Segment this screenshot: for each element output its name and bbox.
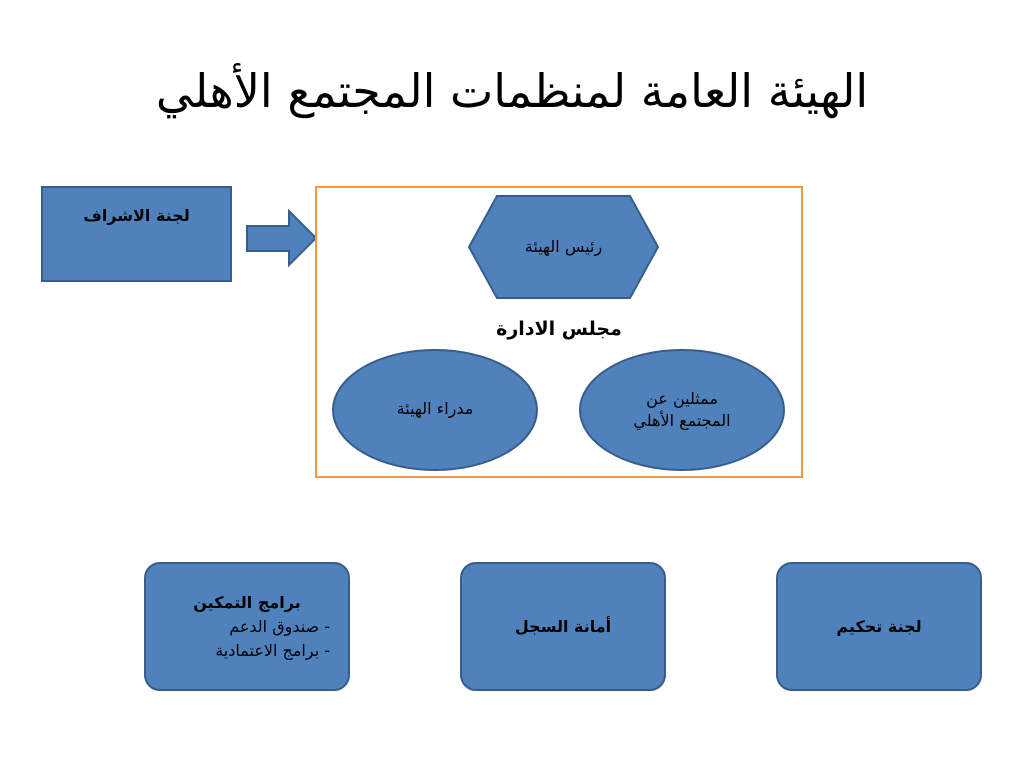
empowerment-item-accreditation: - برامج الاعتمادية bbox=[215, 640, 330, 660]
representatives-label: ممثلين عن المجتمع الأهلي bbox=[592, 382, 772, 438]
head-label: رئيس الهيئة bbox=[524, 237, 603, 256]
empowerment-heading: برامج التمكين bbox=[193, 592, 301, 612]
board-container bbox=[315, 186, 803, 478]
empowerment-programs-box: برامج التمكين - صندوق الدعم - برامج الاع… bbox=[144, 562, 350, 691]
board-label: مجلس الادارة bbox=[496, 318, 622, 340]
empowerment-item-support-fund: - صندوق الدعم bbox=[229, 616, 330, 636]
representatives-ellipse bbox=[579, 349, 785, 471]
representatives-line1: ممثلين عن bbox=[646, 389, 718, 408]
head-hexagon bbox=[467, 195, 660, 299]
directors-label: مدراء الهيئة bbox=[396, 399, 474, 418]
slide-title: الهيئة العامة لمنظمات المجتمع الأهلي bbox=[155, 64, 869, 118]
representatives-line2: المجتمع الأهلي bbox=[633, 411, 731, 430]
supervision-committee-box: لجنة الاشراف bbox=[41, 186, 232, 282]
arbitration-committee-box: لجنة تحكيم bbox=[776, 562, 982, 691]
registry-secretariat-box: أمانة السجل bbox=[460, 562, 666, 691]
directors-ellipse bbox=[332, 349, 538, 471]
arrow-right-icon bbox=[246, 208, 318, 268]
